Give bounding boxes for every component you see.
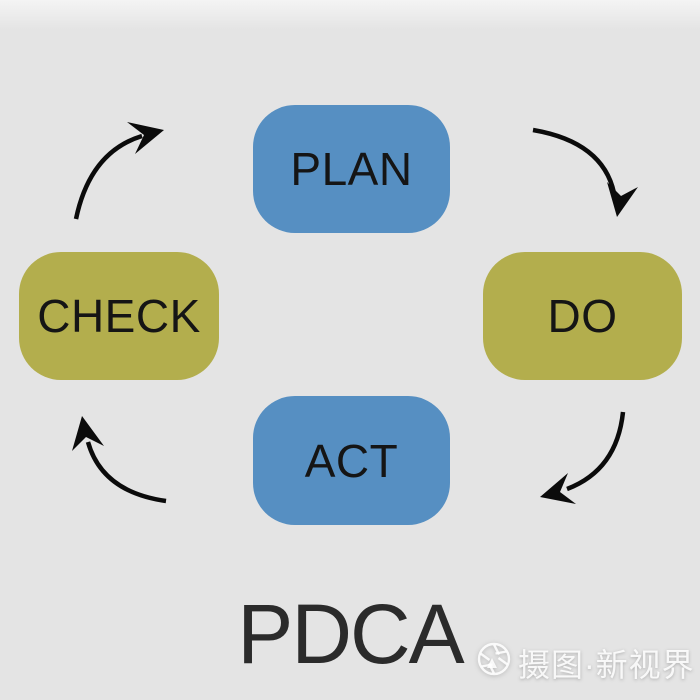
diagram-title: PDCA [237,587,464,681]
node-do-label: DO [547,290,618,342]
node-act: ACT [253,396,450,525]
node-plan: PLAN [253,105,450,233]
arrow-check-to-plan [73,122,164,220]
node-check-label: CHECK [37,290,201,342]
node-plan-label: PLAN [290,143,413,195]
arrow-do-to-act [540,411,626,504]
watermark: 摄图·新视界 [476,640,695,686]
arrow-act-to-check [72,416,167,504]
watermark-text: 摄图·新视界 [518,647,695,683]
aperture-icon [476,641,512,685]
node-check: CHECK [19,252,219,380]
node-act-label: ACT [304,434,399,487]
arrow-plan-to-do [532,127,638,217]
node-do: DO [483,252,682,380]
